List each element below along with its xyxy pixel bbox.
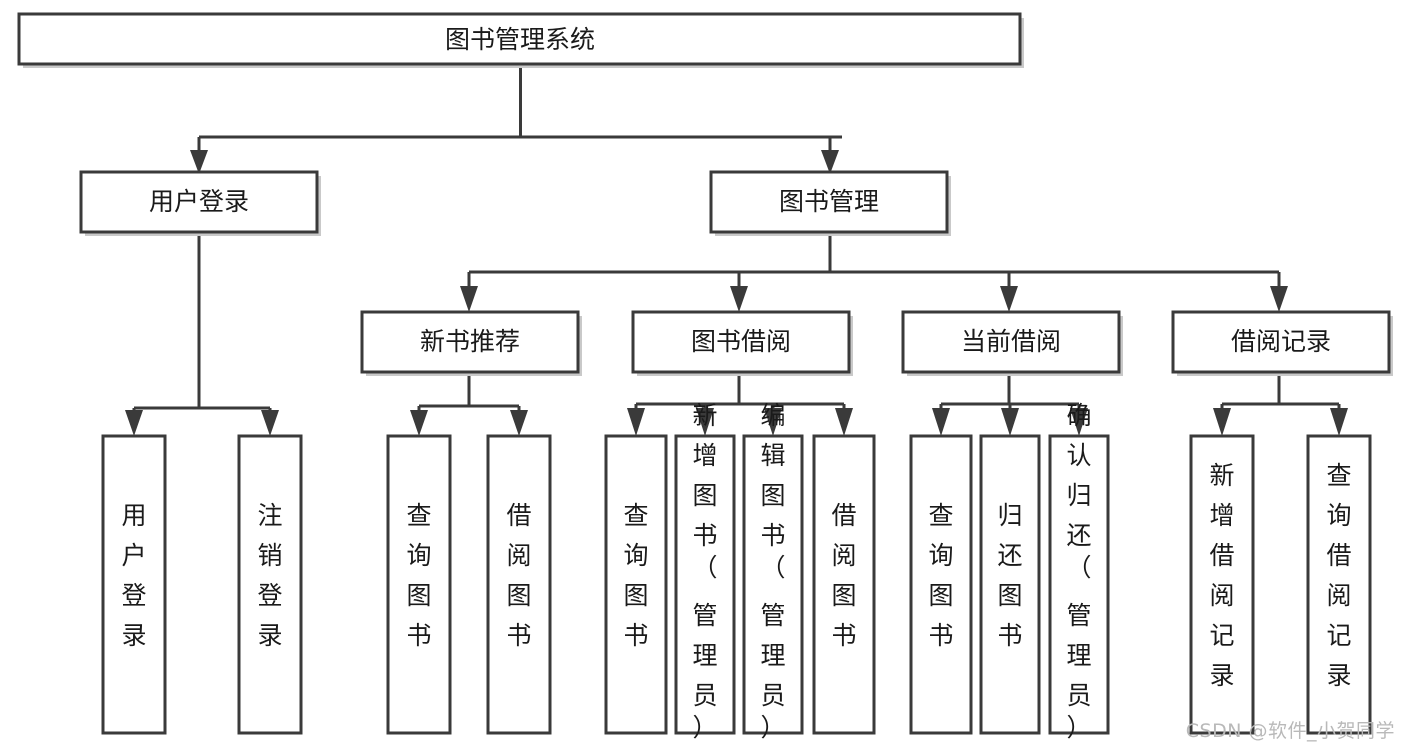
node-leaf-user-logout-box[interactable] [237,434,303,735]
node-book-manage-label: 图书管理 [779,187,879,216]
node-book-borrow-label: 图书借阅 [691,327,791,356]
node-book-manage-box[interactable] [709,170,949,234]
node-leaf-borrow-book-2-label: 借阅图书 [831,501,856,650]
node-root-box[interactable] [17,12,1022,66]
node-user-login[interactable]: 用户登录 [79,170,321,236]
node-leaf-user-login[interactable]: 用户登录 [101,434,167,735]
connector-group-bookmanage [460,234,1288,312]
node-root-label: 图书管理系统 [445,25,595,54]
node-leaf-return-book-box[interactable] [979,434,1041,735]
node-leaf-query-record-box[interactable] [1306,434,1372,735]
node-leaf-user-logout[interactable]: 注销登录 [237,434,303,735]
node-new-book-recommend-label: 新书推荐 [420,327,520,356]
node-leaf-query-record-label: 查询借阅记录 [1326,461,1351,690]
arrow-head-bookmanage [821,150,839,174]
arrow-head-leaf-query-record [1330,408,1348,436]
csdn-watermark: CSDN @软件_小贺同学 [1185,720,1395,742]
arrow-head-leaf-query-book-1 [410,410,428,436]
arrow-head-leaf-user-logout [261,410,279,436]
arrow-head-current-borrow [1000,286,1018,312]
node-leaf-query-book-1-box[interactable] [386,434,452,735]
node-current-borrow[interactable]: 当前借阅 [901,310,1123,376]
node-leaf-add-book-label: 新增图书（管理员） [692,401,717,742]
connector-group-borrowrecord [1213,375,1348,436]
arrow-head-leaf-query-book-3 [932,408,950,436]
node-leaf-query-book-2-label: 查询图书 [623,501,648,650]
node-leaf-add-record[interactable]: 新增借阅记录 [1189,434,1255,735]
node-leaf-query-book-3-label: 查询图书 [928,501,953,650]
node-leaf-return-book[interactable]: 归还图书 [979,434,1041,735]
node-leaf-add-book-box[interactable] [674,434,736,735]
arrow-head-leaf-add-book [696,408,714,436]
node-current-borrow-label: 当前借阅 [961,327,1061,356]
node-leaf-edit-book[interactable]: 编辑图书（管理员） [742,401,804,742]
node-user-login-box[interactable] [79,170,319,234]
arrow-head-userlogin [190,150,208,174]
node-leaf-query-book-1-label: 查询图书 [406,501,431,650]
arrow-head-leaf-confirm-return [1070,408,1088,436]
node-leaf-borrow-book-2[interactable]: 借阅图书 [812,434,876,735]
node-book-borrow[interactable]: 图书借阅 [631,310,853,376]
node-leaf-query-book-2[interactable]: 查询图书 [604,434,668,735]
node-leaf-borrow-book-2-box[interactable] [812,434,876,735]
node-leaf-confirm-return-label: 确认归还（管理员） [1066,401,1091,742]
node-leaf-add-record-box[interactable] [1189,434,1255,735]
connector-group-root [190,66,842,174]
node-leaf-edit-book-label: 编辑图书（管理员） [760,401,785,742]
node-book-manage[interactable]: 图书管理 [709,170,951,236]
node-leaf-return-book-label: 归还图书 [997,501,1022,650]
node-leaf-user-logout-label: 注销登录 [257,501,282,650]
node-leaf-add-record-label: 新增借阅记录 [1209,461,1234,690]
node-leaf-query-book-2-box[interactable] [604,434,668,735]
node-leaf-borrow-book-1[interactable]: 借阅图书 [486,434,552,735]
node-root[interactable]: 图书管理系统 [17,12,1024,68]
arrow-head-leaf-add-record [1213,408,1231,436]
node-leaf-confirm-return-box[interactable] [1048,434,1110,735]
node-leaf-borrow-book-1-box[interactable] [486,434,552,735]
node-current-borrow-box[interactable] [901,310,1121,374]
node-leaf-add-book[interactable]: 新增图书（管理员） [674,401,736,742]
node-leaf-user-login-label: 用户登录 [121,501,146,650]
arrow-head-leaf-edit-book [764,408,782,436]
node-book-borrow-box[interactable] [631,310,851,374]
connector-group-userlogin [125,234,279,436]
node-borrow-record-label: 借阅记录 [1231,327,1331,356]
node-borrow-record-box[interactable] [1171,310,1391,374]
arrow-head-leaf-query-book-2 [627,408,645,436]
arrow-head-leaf-user-login [125,410,143,436]
arrow-head-new-book-recommend [460,286,478,312]
arrow-head-leaf-borrow-book-1 [510,410,528,436]
node-new-book-recommend[interactable]: 新书推荐 [360,310,582,376]
arrow-head-leaf-borrow-book-2 [835,408,853,436]
node-borrow-record[interactable]: 借阅记录 [1171,310,1393,376]
node-leaf-query-book-1[interactable]: 查询图书 [386,434,452,735]
arrow-head-book-borrow [730,286,748,312]
node-user-login-label: 用户登录 [149,187,249,216]
node-new-book-recommend-box[interactable] [360,310,580,374]
node-leaf-borrow-book-1-label: 借阅图书 [506,501,531,650]
node-leaf-query-book-3-box[interactable] [909,434,973,735]
node-leaf-edit-book-box[interactable] [742,434,804,735]
node-leaf-query-record[interactable]: 查询借阅记录 [1306,434,1372,735]
arrow-head-leaf-return-book [1001,408,1019,436]
connector-group-newbook [410,375,528,436]
arrow-head-borrow-record [1270,286,1288,312]
connector-group-bookborrow [627,375,853,436]
node-leaf-query-book-3[interactable]: 查询图书 [909,434,973,735]
node-leaf-user-login-box[interactable] [101,434,167,735]
node-leaf-confirm-return[interactable]: 确认归还（管理员） [1048,401,1110,742]
connector-group-currentborrow [932,375,1088,436]
